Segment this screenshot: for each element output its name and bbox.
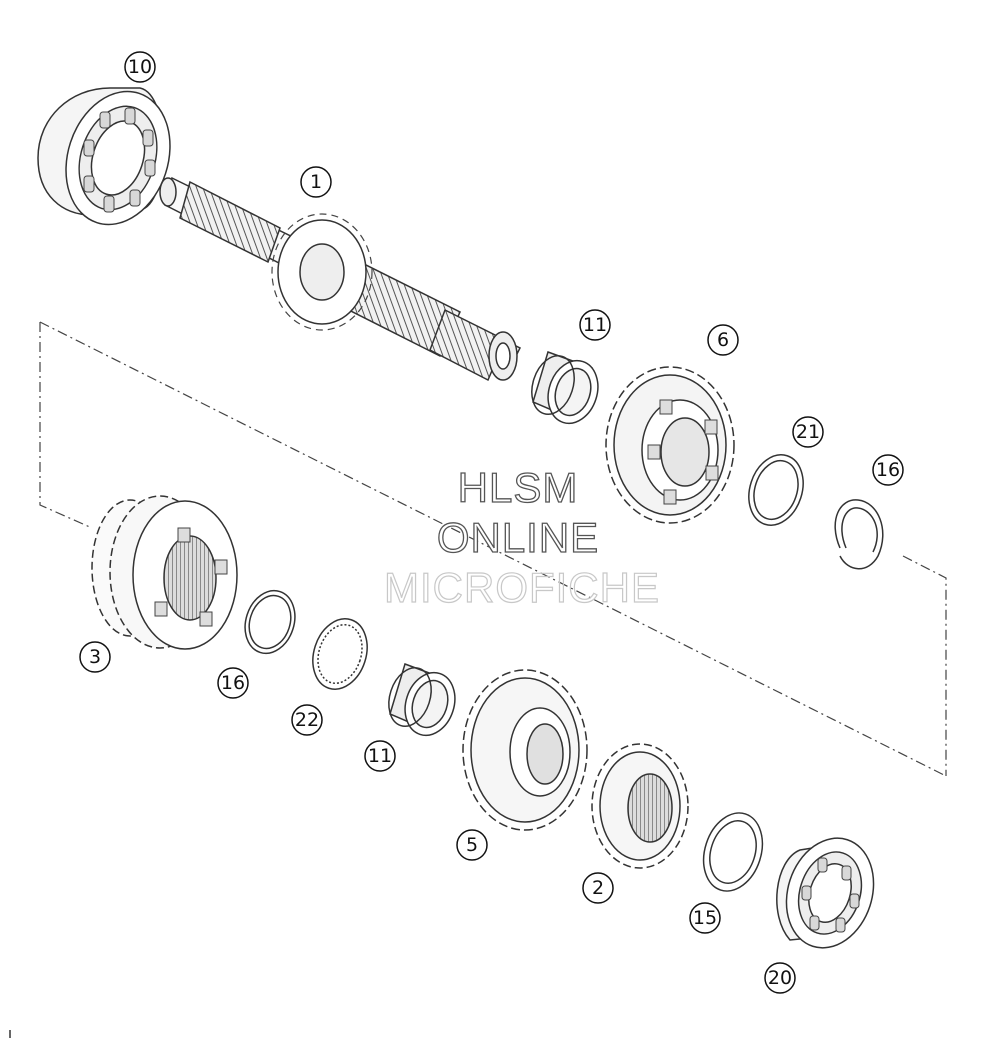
svg-text:11: 11 (583, 314, 607, 336)
callout-5: 5 (456, 829, 488, 861)
svg-text:6: 6 (717, 329, 729, 351)
callout-1: 1 (300, 166, 332, 198)
callouts: 10 1 11 6 21 16 3 16 22 11 5 2 15 20 (79, 51, 904, 994)
watermark-line-3: MICROFICHE (384, 564, 660, 611)
callout-2: 2 (582, 872, 614, 904)
callout-10-upper: 10 (124, 51, 156, 83)
part-2-gear (591, 743, 689, 869)
svg-text:10: 10 (128, 56, 152, 78)
part-6-gear (605, 366, 735, 524)
watermark-line-2: ONLINE (437, 514, 599, 561)
svg-text:16: 16 (221, 672, 245, 694)
svg-text:5: 5 (466, 834, 478, 856)
svg-text:16: 16 (876, 459, 900, 481)
callout-15: 15 (689, 902, 721, 934)
part-3-double-gear (91, 495, 238, 650)
svg-text:2: 2 (592, 877, 604, 899)
svg-text:20: 20 (768, 967, 792, 989)
part-5-gear (462, 669, 588, 831)
callout-11-lower: 11 (364, 740, 396, 772)
callout-20: 20 (764, 962, 796, 994)
assembly-guide-lines (39, 321, 947, 777)
part-11-bushing-lower (388, 663, 456, 737)
callout-6: 6 (707, 324, 739, 356)
part-22-washer (312, 618, 368, 690)
part-11-bushing-upper (531, 351, 599, 425)
callout-16-upper: 16 (872, 454, 904, 486)
callout-22: 22 (291, 704, 323, 736)
svg-text:22: 22 (295, 709, 319, 731)
svg-text:15: 15 (693, 907, 717, 929)
part-16-snap-ring-lower (244, 589, 296, 655)
watermark: HLSM ONLINE MICROFICHE (383, 463, 660, 611)
shaft-integral-gear (271, 213, 373, 331)
part-1-main-shaft (159, 176, 522, 382)
callout-3: 3 (79, 641, 111, 673)
part-10-bearing-upper (37, 87, 171, 226)
svg-text:11: 11 (368, 745, 392, 767)
callout-11-upper: 11 (579, 309, 611, 341)
svg-text:3: 3 (89, 646, 101, 668)
callout-16-lower: 16 (217, 667, 249, 699)
part-15-washer (702, 812, 764, 892)
callout-21: 21 (792, 416, 824, 448)
svg-text:1: 1 (310, 171, 322, 193)
svg-text:21: 21 (796, 421, 820, 443)
part-16-snap-ring-upper (834, 499, 884, 570)
part-20-bearing-lower (776, 837, 875, 949)
part-21-washer (748, 454, 804, 526)
watermark-line-1: HLSM (458, 464, 579, 511)
